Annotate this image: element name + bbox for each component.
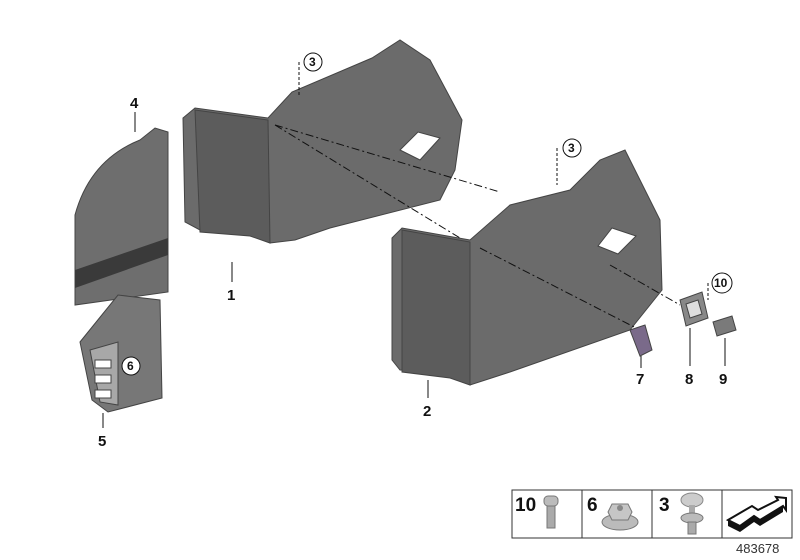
callout-label-10: 10 xyxy=(714,276,728,290)
part-label-7: 7 xyxy=(636,371,644,388)
part-1-side-trim-panel[interactable] xyxy=(182,39,463,244)
flange-nut-icon xyxy=(601,503,639,531)
assembly-line xyxy=(479,247,641,331)
legend-item-3[interactable]: 3 xyxy=(659,492,704,535)
part-label-8: 8 xyxy=(685,371,693,388)
fastener-legend: 10 6 3 xyxy=(511,489,793,539)
legend-item-10[interactable]: 10 xyxy=(515,495,559,529)
legend-item-direction xyxy=(725,495,787,532)
callout-circle-10[interactable] xyxy=(711,272,733,294)
part-label-1: 1 xyxy=(227,287,235,304)
callout-circle-6[interactable] xyxy=(121,356,141,376)
assembly-line xyxy=(274,124,461,239)
part-2-side-trim-panel[interactable] xyxy=(391,149,663,386)
legend-item-6[interactable]: 6 xyxy=(587,495,639,531)
svg-text:10: 10 xyxy=(515,495,536,516)
expanding-rivet-icon xyxy=(680,492,704,535)
part-8-handle[interactable] xyxy=(679,291,709,327)
callout-label-3: 3 xyxy=(568,141,575,155)
svg-text:3: 3 xyxy=(659,495,670,516)
part-4-cover-panel[interactable] xyxy=(74,127,169,306)
assembly-line xyxy=(609,264,681,306)
assembly-line xyxy=(274,124,501,193)
part-label-9: 9 xyxy=(719,371,727,388)
part-5-bracket[interactable] xyxy=(79,294,163,413)
torx-bolt-icon xyxy=(543,495,559,529)
part-label-2: 2 xyxy=(423,403,431,420)
callout-circle-3[interactable] xyxy=(562,138,582,158)
part-label-5: 5 xyxy=(98,433,106,450)
part-7-clip[interactable] xyxy=(629,324,653,357)
callout-circle-3[interactable] xyxy=(303,52,323,72)
part-label-4: 4 xyxy=(130,95,139,112)
callout-label-6: 6 xyxy=(127,359,134,373)
reference-number: 483678 xyxy=(736,541,779,556)
svg-text:6: 6 xyxy=(587,495,598,516)
part-9-cap[interactable] xyxy=(712,315,737,337)
callout-label-3: 3 xyxy=(309,55,316,69)
